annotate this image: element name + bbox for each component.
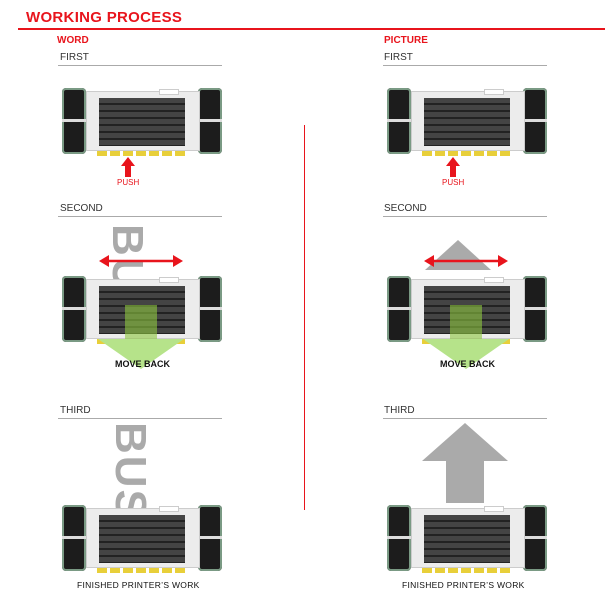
push-arrow-icon bbox=[446, 157, 460, 177]
column-divider bbox=[304, 125, 305, 510]
right-track bbox=[523, 505, 547, 571]
move-back-arrow bbox=[98, 305, 184, 369]
step-label-second: SECOND bbox=[60, 203, 103, 214]
double-arrow-icon bbox=[99, 254, 183, 267]
printer-body bbox=[86, 89, 200, 156]
right-track bbox=[198, 505, 222, 571]
push-arrow-icon bbox=[121, 157, 135, 177]
step-underline bbox=[58, 216, 222, 217]
push-label: PUSH bbox=[442, 178, 465, 187]
push-label: PUSH bbox=[117, 178, 140, 187]
gray-arrow-shape bbox=[425, 240, 491, 270]
left-track bbox=[62, 505, 86, 571]
robot-printer bbox=[387, 88, 547, 156]
step-underline bbox=[58, 418, 222, 419]
step-underline bbox=[58, 65, 222, 66]
step-underline bbox=[383, 418, 547, 419]
control-buttons bbox=[97, 568, 187, 573]
move-back-label: MOVE BACK bbox=[115, 359, 171, 369]
robot-printer bbox=[62, 88, 222, 156]
left-track bbox=[387, 276, 411, 342]
left-track bbox=[387, 505, 411, 571]
robot-printer bbox=[387, 505, 547, 573]
double-arrow-icon bbox=[424, 254, 508, 267]
finished-caption: FINISHED PRINTER’S WORK bbox=[77, 580, 200, 590]
print-panel bbox=[424, 98, 510, 146]
step-label-third: THIRD bbox=[384, 405, 415, 416]
right-track bbox=[523, 88, 547, 154]
step-underline bbox=[383, 216, 547, 217]
finished-caption: FINISHED PRINTER’S WORK bbox=[402, 580, 525, 590]
step-label-third: THIRD bbox=[60, 405, 91, 416]
printer-logo bbox=[159, 89, 179, 95]
step-underline bbox=[383, 65, 547, 66]
robot-printer bbox=[62, 505, 222, 573]
print-panel bbox=[99, 515, 185, 563]
right-track bbox=[198, 276, 222, 342]
control-buttons bbox=[422, 151, 512, 156]
column-heading: PICTURE bbox=[384, 35, 428, 46]
print-panel bbox=[99, 98, 185, 146]
left-track bbox=[387, 88, 411, 154]
left-track bbox=[62, 276, 86, 342]
control-buttons bbox=[422, 568, 512, 573]
printer-logo bbox=[159, 277, 179, 283]
printer-logo bbox=[159, 506, 179, 512]
left-track bbox=[62, 88, 86, 154]
printer-logo bbox=[484, 277, 504, 283]
print-panel bbox=[424, 515, 510, 563]
gray-up-arrow bbox=[422, 423, 508, 503]
move-back-label: MOVE BACK bbox=[440, 359, 496, 369]
right-track bbox=[523, 276, 547, 342]
move-back-arrow bbox=[423, 305, 509, 369]
printer-body bbox=[86, 506, 200, 573]
step-label-first: FIRST bbox=[60, 52, 89, 63]
control-buttons bbox=[97, 151, 187, 156]
printer-logo bbox=[484, 506, 504, 512]
right-track bbox=[198, 88, 222, 154]
column-heading: WORD bbox=[57, 35, 89, 46]
title-divider bbox=[18, 28, 605, 30]
printer-body bbox=[411, 506, 525, 573]
step-label-second: SECOND bbox=[384, 203, 427, 214]
printer-logo bbox=[484, 89, 504, 95]
printer-body bbox=[411, 89, 525, 156]
page-title: WORKING PROCESS bbox=[26, 9, 183, 26]
step-label-first: FIRST bbox=[384, 52, 413, 63]
